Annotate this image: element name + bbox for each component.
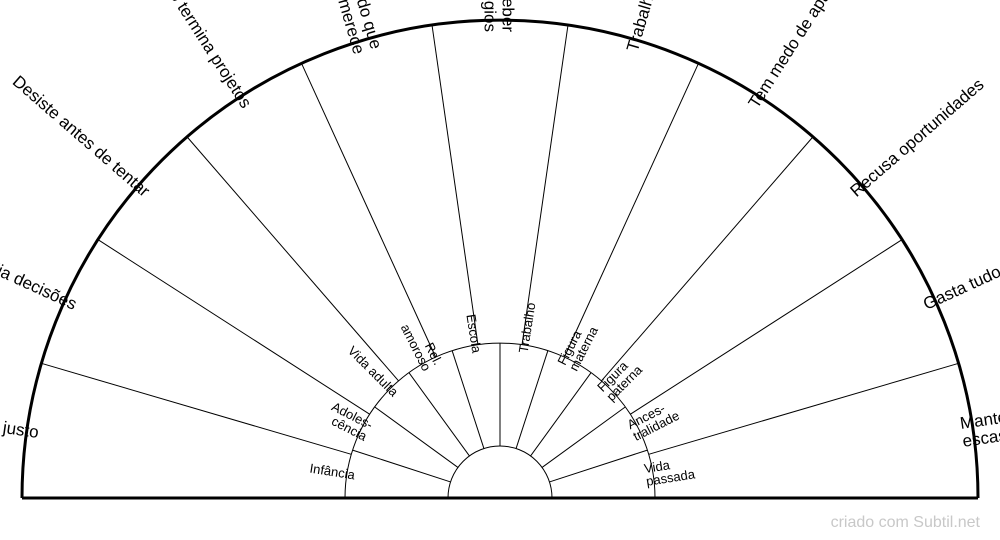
outer-sector-label: Mantém padrão deescassez <box>959 394 1000 451</box>
outer-sector-label: Não cobra o valor justo <box>0 398 40 442</box>
outer-arc <box>20 18 980 499</box>
inner-divider <box>408 372 470 457</box>
outer-divider <box>186 136 399 382</box>
outer-divider <box>601 136 814 382</box>
inner-sector-label: Infância <box>309 461 357 483</box>
outer-sector-label: Tem medo de aparecer <box>745 0 856 112</box>
outer-sector-label: Aceita menos do quemerece <box>305 0 385 56</box>
outer-sector-label: Não consegue receberelogios <box>481 0 518 32</box>
outer-divider <box>97 239 370 415</box>
inner-divider <box>352 449 451 483</box>
outer-divider <box>521 24 569 345</box>
inner-sector-label: Escola <box>463 313 484 355</box>
chart-lines <box>20 18 980 500</box>
inner-divider <box>451 350 485 449</box>
inner-sector-label: Ances-tralidade <box>625 396 682 444</box>
outer-sector-label: Não termina projetos <box>154 0 255 112</box>
inner-divider <box>541 406 626 468</box>
outer-sector-label: Gasta tudo o que ganha <box>920 220 1000 313</box>
outer-sector-label: Desiste antes de tentar <box>9 72 154 201</box>
inner-divider <box>530 372 592 457</box>
outer-sector-label: Recusa oportunidades <box>846 75 987 201</box>
inner-sector-label: Figuramaterna <box>554 318 601 374</box>
hub-arc <box>447 445 553 499</box>
outer-sector-label: Adia decisões <box>0 253 80 314</box>
outer-divider <box>41 362 352 455</box>
inner-divider <box>374 406 459 468</box>
inner-sector-label: Adoles-cência <box>323 399 376 444</box>
outer-divider <box>300 62 437 358</box>
inner-sector-label: Figurapaterna <box>594 352 646 404</box>
outer-divider <box>630 239 903 415</box>
inner-sector-label: Vidapassada <box>643 453 697 488</box>
outer-divider <box>431 24 479 345</box>
outer-divider <box>563 62 700 358</box>
inner-divider <box>549 449 648 483</box>
inner-divider <box>515 350 549 449</box>
outer-divider <box>648 362 959 455</box>
inner-sector-label: Rel.amoroso <box>398 316 446 374</box>
inner-sector-label: Trabalho <box>516 301 539 354</box>
credit-text: criado com Subtil.net <box>830 514 980 531</box>
